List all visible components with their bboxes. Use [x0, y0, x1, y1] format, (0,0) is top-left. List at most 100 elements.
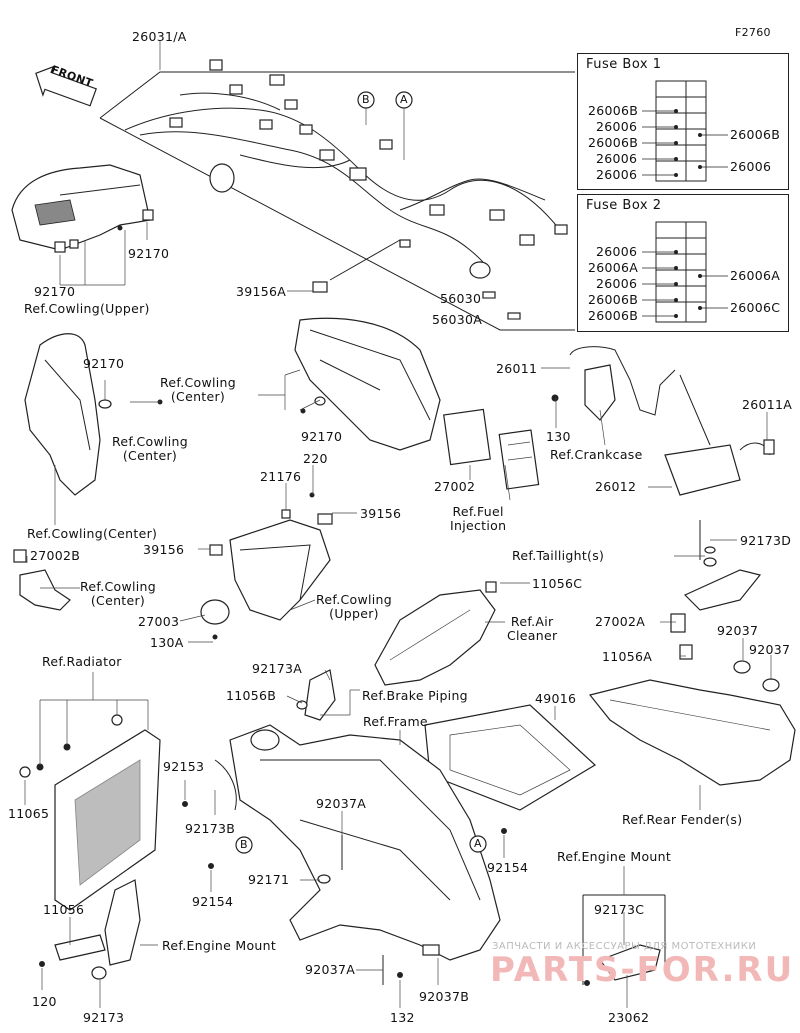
fuse1-right-0: 26006B: [730, 127, 781, 142]
callout-120: 120: [32, 994, 57, 1009]
callout-26011: 26011: [496, 361, 538, 376]
bracket-assembly: [200, 492, 333, 640]
engine-mount-right: [582, 894, 666, 986]
fuse1-left-2: 26006B: [588, 135, 639, 150]
fuse2-left-2: 26006: [596, 276, 638, 291]
callout-27002A: 27002A: [595, 614, 646, 629]
fuse2-left-0: 26006: [596, 244, 638, 259]
callout-220: 220: [303, 451, 328, 466]
fuse-box-1-grid: [642, 80, 728, 182]
fuse-box-1: Fuse Box 1 26006B 26006 26006B 26006 260…: [577, 53, 789, 190]
ref-taillight: Ref.Taillight(s): [512, 548, 605, 563]
callout-92173A: 92173A: [252, 661, 303, 676]
callout-11056A: 11056A: [602, 649, 653, 664]
fuse2-left-4: 26006B: [588, 308, 639, 323]
callout-92170-center: 92170: [301, 429, 343, 444]
ref-engine-mount-right: Ref.Engine Mount: [557, 849, 672, 864]
front-arrow-icon: [35, 65, 97, 107]
fuse-box-2-grid: [642, 221, 728, 323]
marker-a-top: A: [400, 93, 408, 106]
callout-11056: 11056: [43, 902, 85, 917]
fuse1-right-1: 26006: [730, 159, 772, 174]
ref-fuel-injection: Ref.Fuel Injection: [450, 504, 507, 533]
ref-frame: Ref.Frame: [363, 714, 428, 729]
cowling-center-right: [294, 317, 441, 451]
callout-92170-left: 92170: [34, 284, 76, 299]
fuse1-left-3: 26006: [596, 151, 638, 166]
fuse2-right-1: 26006C: [730, 300, 781, 315]
callout-27002B: 27002B: [30, 548, 81, 563]
engine-mount-left: [39, 879, 141, 980]
callout-92170-mid: 92170: [83, 356, 125, 371]
callout-49016: 49016: [535, 691, 577, 706]
wiring-harness-outline: [99, 71, 575, 331]
fuse1-left-4: 26006: [596, 167, 638, 182]
callout-132: 132: [390, 1010, 415, 1025]
callout-56030: 56030: [440, 291, 482, 306]
fuse2-right-0: 26006A: [730, 268, 781, 283]
callout-23062: 23062: [608, 1010, 650, 1025]
ref-crankcase: Ref.Crankcase: [550, 447, 643, 462]
ref-brake-piping: Ref.Brake Piping: [362, 688, 468, 703]
callout-92173C: 92173C: [594, 902, 645, 917]
callout-92154-right: 92154: [487, 860, 529, 875]
callout-39156-b: 39156: [143, 542, 185, 557]
callout-39156A: 39156A: [236, 284, 287, 299]
callout-56030A: 56030A: [432, 312, 483, 327]
frame: [182, 724, 507, 985]
ref-cowling-center-b: Ref.Cowling (Center): [160, 375, 236, 404]
ref-air-cleaner: Ref.Air Cleaner: [507, 614, 558, 643]
callout-92037B: 92037B: [419, 989, 470, 1004]
callout-130: 130: [546, 429, 571, 444]
callout-92171: 92171: [248, 872, 290, 887]
regulator-unit: [664, 374, 775, 496]
watermark-small-text: ЗАПЧАСТИ И АКСЕССУАРЫ ДЛЯ МОТОТЕХНИКИ: [492, 941, 757, 952]
fuse-box-2-title: Fuse Box 2: [586, 198, 662, 213]
callout-92153: 92153: [163, 759, 205, 774]
ref-cowling-upper-top: Ref.Cowling(Upper): [24, 301, 150, 316]
callout-39156: 39156: [360, 506, 402, 521]
fuse-box-2: Fuse Box 2 26006 26006A 26006 26006B 260…: [577, 194, 789, 332]
fuse1-left-1: 26006: [596, 119, 638, 134]
callout-11065: 11065: [8, 806, 50, 821]
ref-cowling-upper-mid: Ref.Cowling (Upper): [316, 592, 392, 621]
crank-sensor: [551, 346, 676, 421]
callout-26011A: 26011A: [742, 397, 793, 412]
cowling-center-left: [24, 333, 163, 496]
callout-92037A-top: 92037A: [316, 796, 367, 811]
brake-piping-clamps: [296, 669, 336, 721]
callout-26031A: 26031/A: [132, 29, 187, 44]
cowling-upper-left: [11, 164, 154, 253]
rear-fender: [588, 644, 796, 786]
bracket-left: [13, 549, 71, 611]
callout-26012: 26012: [595, 479, 637, 494]
marker-b-bottom: B: [240, 838, 248, 851]
callout-27002: 27002: [434, 479, 476, 494]
ref-cowling-center-a: Ref.Cowling (Center): [112, 434, 188, 463]
callout-92154-left: 92154: [192, 894, 234, 909]
watermark-large-text: PARTS-FOR.RU: [490, 950, 795, 990]
ref-markers: [235, 91, 487, 854]
marker-b-top: B: [362, 93, 370, 106]
ref-engine-mount-left: Ref.Engine Mount: [162, 938, 277, 953]
callout-92170-top: 92170: [128, 246, 170, 261]
ref-cowling-center-d: Ref.Cowling (Center): [80, 579, 156, 608]
callout-92037-b: 92037: [749, 642, 791, 657]
callout-92037A-bottom: 92037A: [305, 962, 356, 977]
callout-21176: 21176: [260, 469, 302, 484]
taillight-parts: [670, 520, 762, 633]
callout-130A: 130A: [150, 635, 184, 650]
fuse-box-1-title: Fuse Box 1: [586, 57, 662, 72]
figure-code: F2760: [735, 26, 771, 39]
callout-92173: 92173: [83, 1010, 125, 1025]
radiator: [19, 714, 161, 911]
air-cleaner: [374, 581, 497, 686]
leader-lines: [24, 40, 772, 1008]
fuse1-left-0: 26006B: [588, 103, 639, 118]
callout-92173B: 92173B: [185, 821, 236, 836]
callout-11056C: 11056C: [532, 576, 583, 591]
ecu-unit: [443, 408, 540, 490]
ref-cowling-center-c: Ref.Cowling(Center): [27, 526, 158, 541]
